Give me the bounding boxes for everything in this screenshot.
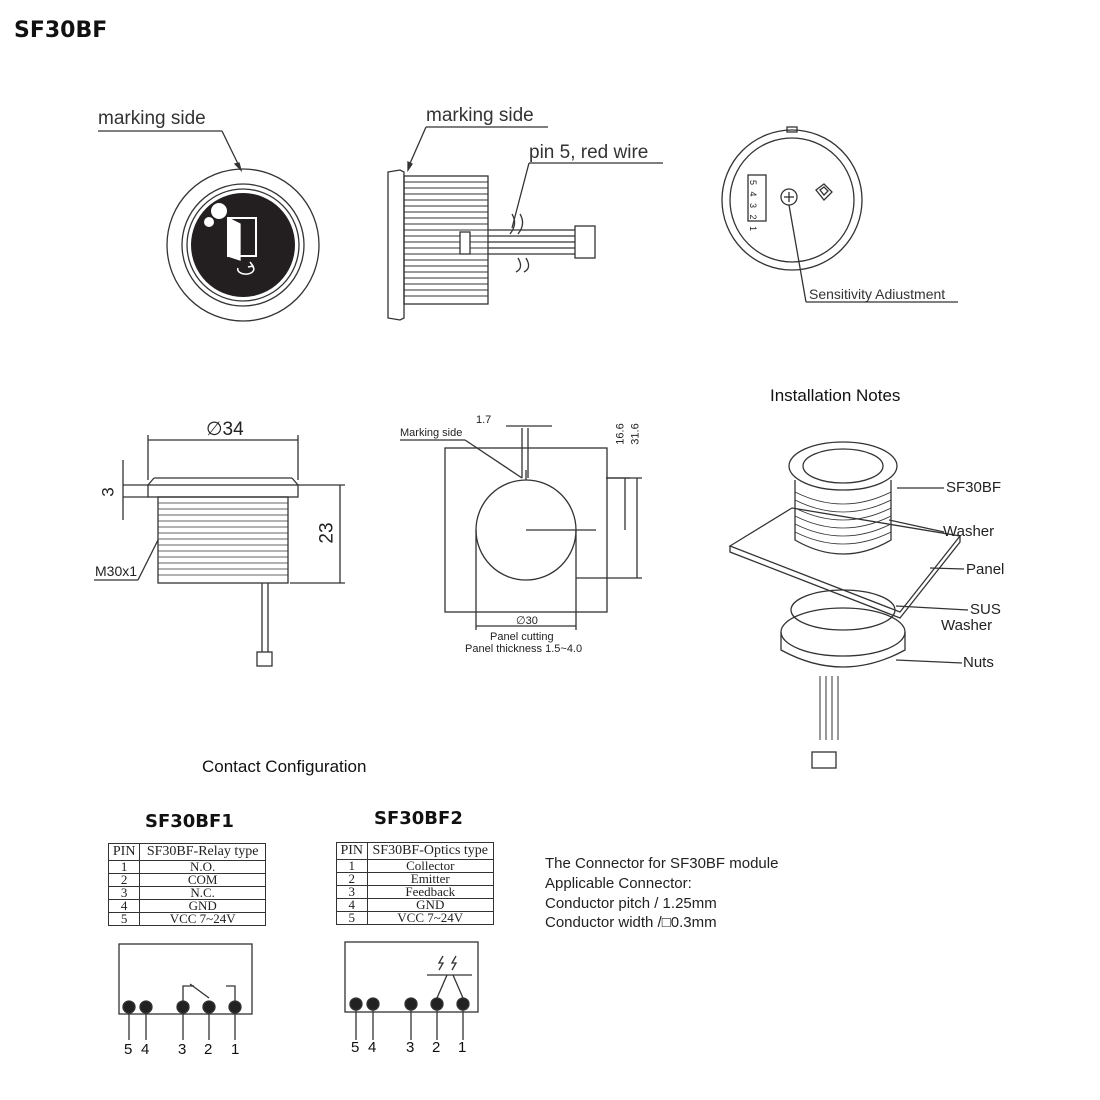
connector-note: Conductor pitch / 1.25mm — [545, 895, 717, 912]
install-label-nuts: Nuts — [963, 654, 994, 671]
side-view — [387, 126, 663, 321]
column-header: PIN — [107, 843, 141, 861]
pin-cell: 5 — [107, 912, 141, 926]
marking-side-label-side: marking side — [426, 105, 534, 126]
table-header-row: PIN SF30BF-Optics type — [336, 842, 495, 860]
panel-thickness: Panel thickness 1.5~4.0 — [465, 643, 583, 655]
body-height-label: 23 — [316, 522, 338, 544]
marking-side-label: marking side — [98, 108, 206, 129]
panel-diameter: ∅30 — [516, 615, 538, 627]
pin-cell: 5 — [336, 911, 368, 925]
install-label-sus-washer: Washer — [941, 617, 993, 634]
installation-view — [728, 441, 969, 769]
panel-dim-a: 16.6 — [614, 423, 627, 445]
installation-heading: Installation Notes — [770, 386, 901, 405]
panel-cutting-view — [400, 425, 642, 630]
relay-pin-label: 1 — [231, 1041, 240, 1058]
relay-pin-label: 5 — [124, 1041, 133, 1058]
optics-pin-label: 4 — [368, 1039, 377, 1056]
optics-name: SF30BF2 — [374, 808, 463, 829]
thread-label: M30x1 — [95, 563, 138, 579]
connector-note: The Connector for SF30BF module — [545, 855, 779, 872]
diameter-label: ∅34 — [206, 419, 244, 440]
optics-circuit — [344, 941, 479, 1040]
back-pin-numbers: 5 4 3 2 1 — [748, 180, 758, 234]
front-view — [98, 130, 320, 322]
panel-offset-label: 1.7 — [476, 414, 492, 426]
connector-note: Applicable Connector: — [545, 875, 692, 892]
function-cell: Collector — [366, 859, 495, 873]
relay-pin-label: 3 — [178, 1041, 187, 1058]
dimension-view — [94, 435, 345, 667]
optics-pin-label: 3 — [406, 1039, 415, 1056]
panel-caption: Panel cutting — [490, 631, 554, 643]
flange-height-label: 3 — [98, 487, 118, 497]
install-label-panel: Panel — [966, 561, 1005, 578]
optics-pin-label: 5 — [351, 1039, 360, 1056]
column-header: PIN — [336, 842, 368, 860]
relay-pin-label: 4 — [141, 1041, 150, 1058]
pin5-label: pin 5, red wire — [529, 142, 649, 163]
relay-circuit — [118, 943, 253, 1040]
function-cell: VCC 7~24V — [139, 912, 266, 926]
sensitivity-label: Sensitivity Adiustment — [809, 286, 946, 302]
pin-cell: 3 — [107, 886, 141, 900]
optics-pin-label: 2 — [432, 1039, 441, 1056]
back-view — [721, 126, 958, 303]
panel-dim-b: 31.6 — [629, 423, 642, 445]
contact-heading: Contact Configuration — [202, 757, 367, 776]
install-label-sf30bf: SF30BF — [946, 479, 1002, 496]
install-label-washer: Washer — [943, 523, 995, 540]
function-cell: N.C. — [139, 886, 266, 900]
panel-marking-side: Marking side — [400, 427, 463, 439]
function-cell: GND — [139, 899, 266, 913]
function-cell: VCC 7~24V — [366, 911, 495, 925]
install-label-sus: SUS — [970, 601, 1001, 618]
relay-pin-label: 2 — [204, 1041, 213, 1058]
column-header: SF30BF-Optics type — [366, 842, 495, 860]
optics-pin-label: 1 — [458, 1039, 467, 1056]
table-header-row: PIN SF30BF-Relay type — [107, 843, 266, 861]
page-title: SF30BF — [14, 18, 108, 43]
column-header: SF30BF-Relay type — [139, 843, 266, 861]
relay-name: SF30BF1 — [145, 811, 234, 832]
connector-note: Conductor width /□0.3mm — [545, 914, 717, 931]
